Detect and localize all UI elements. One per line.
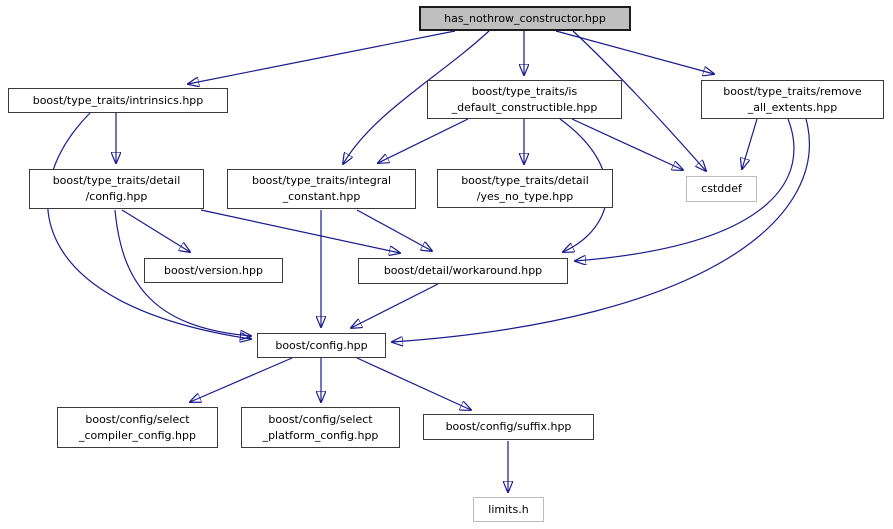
- node-detail-config[interactable]: boost/type_traits/detail /config.hpp: [29, 169, 204, 209]
- node-limits: limits.h: [473, 497, 544, 522]
- edge-workaround-to-config: [351, 283, 439, 328]
- edge-has-nothrow-to-cstddef: [572, 30, 706, 171]
- edge-detail-config-to-config: [114, 209, 251, 336]
- node-is-default-constructible[interactable]: boost/type_traits/is _default_constructi…: [427, 80, 622, 119]
- edge-integral-constant-to-config: [356, 209, 432, 251]
- edge-intrinsics-to-config: [47, 112, 251, 339]
- node-intrinsics[interactable]: boost/type_traits/intrinsics.hpp: [8, 88, 228, 113]
- edge-remove-all-extents-to-workaround: [575, 118, 795, 261]
- edge-detail-config-to-version: [121, 209, 190, 252]
- node-yes-no-type[interactable]: boost/type_traits/detail /yes_no_type.hp…: [437, 169, 613, 208]
- node-integral-constant[interactable]: boost/type_traits/integral _constant.hpp: [227, 169, 416, 209]
- edge-is-default-to-integral-constant: [378, 118, 469, 163]
- node-workaround[interactable]: boost/detail/workaround.hpp: [358, 258, 568, 284]
- node-select-platform-config[interactable]: boost/config/select _platform_config.hpp: [241, 407, 400, 448]
- node-has-nothrow-constructor: has_nothrow_constructor.hpp: [419, 6, 631, 31]
- node-cstddef: cstddef: [686, 176, 757, 202]
- edge-is-default-to-cstddef: [571, 118, 683, 170]
- edge-detail-config-to-workaround: [200, 209, 400, 253]
- node-select-compiler-config[interactable]: boost/config/select _compiler_config.hpp: [57, 407, 218, 448]
- edge-config-to-select-compiler: [190, 357, 293, 402]
- node-version[interactable]: boost/version.hpp: [144, 258, 283, 283]
- node-remove-all-extents[interactable]: boost/type_traits/remove _all_extents.hp…: [701, 80, 884, 119]
- edge-has-nothrow-to-remove-all-extents: [555, 30, 714, 74]
- edge-config-to-suffix: [356, 357, 471, 410]
- edge-remove-all-extents-to-config: [392, 118, 810, 342]
- node-config[interactable]: boost/config.hpp: [257, 333, 386, 358]
- node-suffix[interactable]: boost/config/suffix.hpp: [423, 414, 594, 440]
- edge-has-nothrow-to-intrinsics: [188, 30, 456, 84]
- edge-has-nothrow-to-integral-constant: [343, 30, 490, 164]
- edge-remove-all-extents-to-cstddef: [742, 118, 758, 169]
